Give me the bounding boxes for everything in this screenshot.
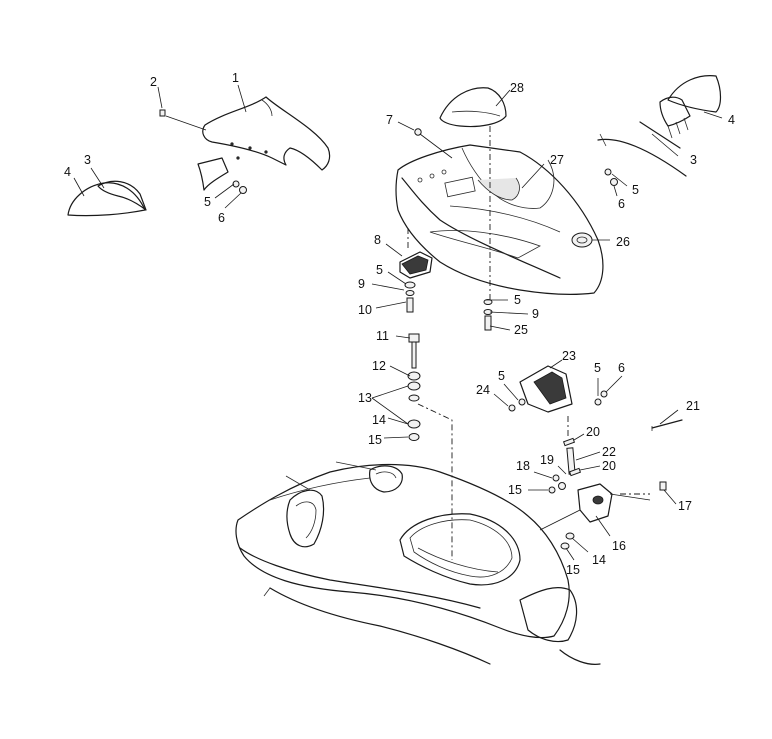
leader-lines [73, 84, 723, 561]
lower-deck-hull [235, 461, 601, 665]
callout-18: 18 [516, 459, 530, 473]
latch-striker [577, 483, 613, 523]
gauge-cover [439, 87, 507, 128]
callout-12: 12 [372, 359, 386, 373]
left-washer-nut [232, 180, 247, 194]
assembly-centerlines [407, 126, 650, 560]
callout-15b: 15 [508, 483, 522, 497]
callout-6: 6 [218, 211, 225, 225]
callout-15a: 15 [368, 433, 382, 447]
callout-26: 26 [616, 235, 630, 249]
callout-4: 4 [64, 165, 71, 179]
callout-25: 25 [514, 323, 528, 337]
left-mirror-glass [67, 182, 146, 217]
callout-23: 23 [562, 349, 576, 363]
hinge-bolt [406, 297, 414, 313]
callout-2: 2 [150, 75, 157, 89]
right-windshield-edge [597, 133, 687, 177]
callout-15c: 15 [566, 563, 580, 577]
left-screw [159, 109, 166, 117]
callout-5d: 5 [514, 293, 521, 307]
hinge-washers [404, 281, 416, 296]
left-trim-piece [197, 157, 229, 191]
callout-3: 3 [84, 153, 91, 167]
callout-5c: 5 [376, 263, 383, 277]
callout-1: 1 [232, 71, 239, 85]
right-mirror-glass [667, 75, 722, 113]
callout-5e: 5 [498, 369, 505, 383]
center-washers [407, 381, 421, 402]
callout-19: 19 [540, 453, 554, 467]
latch-rod [651, 419, 683, 431]
callout-14a: 14 [372, 413, 386, 427]
callout-10: 10 [358, 303, 372, 317]
callout-8: 8 [374, 233, 381, 247]
callout-20a: 20 [586, 425, 600, 439]
callout-5f: 5 [594, 361, 601, 375]
latch-bracket [519, 365, 573, 413]
callout-labels: 1 2 3 4 5 6 7 28 27 4 3 5 6 26 8 5 9 10 … [64, 71, 735, 577]
callout-5: 5 [204, 195, 211, 209]
callout-28: 28 [510, 81, 524, 95]
center-post [408, 333, 420, 369]
callout-9b: 9 [532, 307, 539, 321]
striker-washers [560, 532, 575, 550]
callout-3b: 3 [690, 153, 697, 167]
hood-bolt-stack [483, 299, 493, 331]
callout-21: 21 [686, 399, 700, 413]
callout-27: 27 [550, 153, 564, 167]
callout-16: 16 [612, 539, 626, 553]
hood-cover [395, 144, 604, 296]
callout-17: 17 [678, 499, 692, 513]
latch-fasteners [508, 390, 608, 412]
right-mirror-housing [659, 96, 691, 139]
latch-springs [562, 437, 582, 477]
hinge-bracket [399, 251, 433, 279]
center-lower-stack [407, 419, 421, 441]
callout-14b: 14 [592, 553, 606, 567]
latch-small-parts [548, 474, 566, 494]
callout-7: 7 [386, 113, 393, 127]
callout-22: 22 [602, 445, 616, 459]
callout-20b: 20 [602, 459, 616, 473]
left-mirror-housing [97, 180, 147, 211]
callout-6b: 6 [618, 197, 625, 211]
callout-13: 13 [358, 391, 372, 405]
hood-latch [571, 232, 593, 248]
callout-6c: 6 [618, 361, 625, 375]
left-windshield [202, 96, 331, 171]
hood-nut [414, 128, 422, 136]
callout-4b: 4 [728, 113, 735, 127]
right-washer-nut [604, 168, 618, 186]
callout-11: 11 [376, 329, 389, 343]
right-trim-strip [639, 121, 681, 149]
callout-9a: 9 [358, 277, 365, 291]
callout-24: 24 [476, 383, 490, 397]
callout-5b: 5 [632, 183, 639, 197]
striker-screw [659, 481, 667, 491]
center-grommet [407, 371, 421, 381]
